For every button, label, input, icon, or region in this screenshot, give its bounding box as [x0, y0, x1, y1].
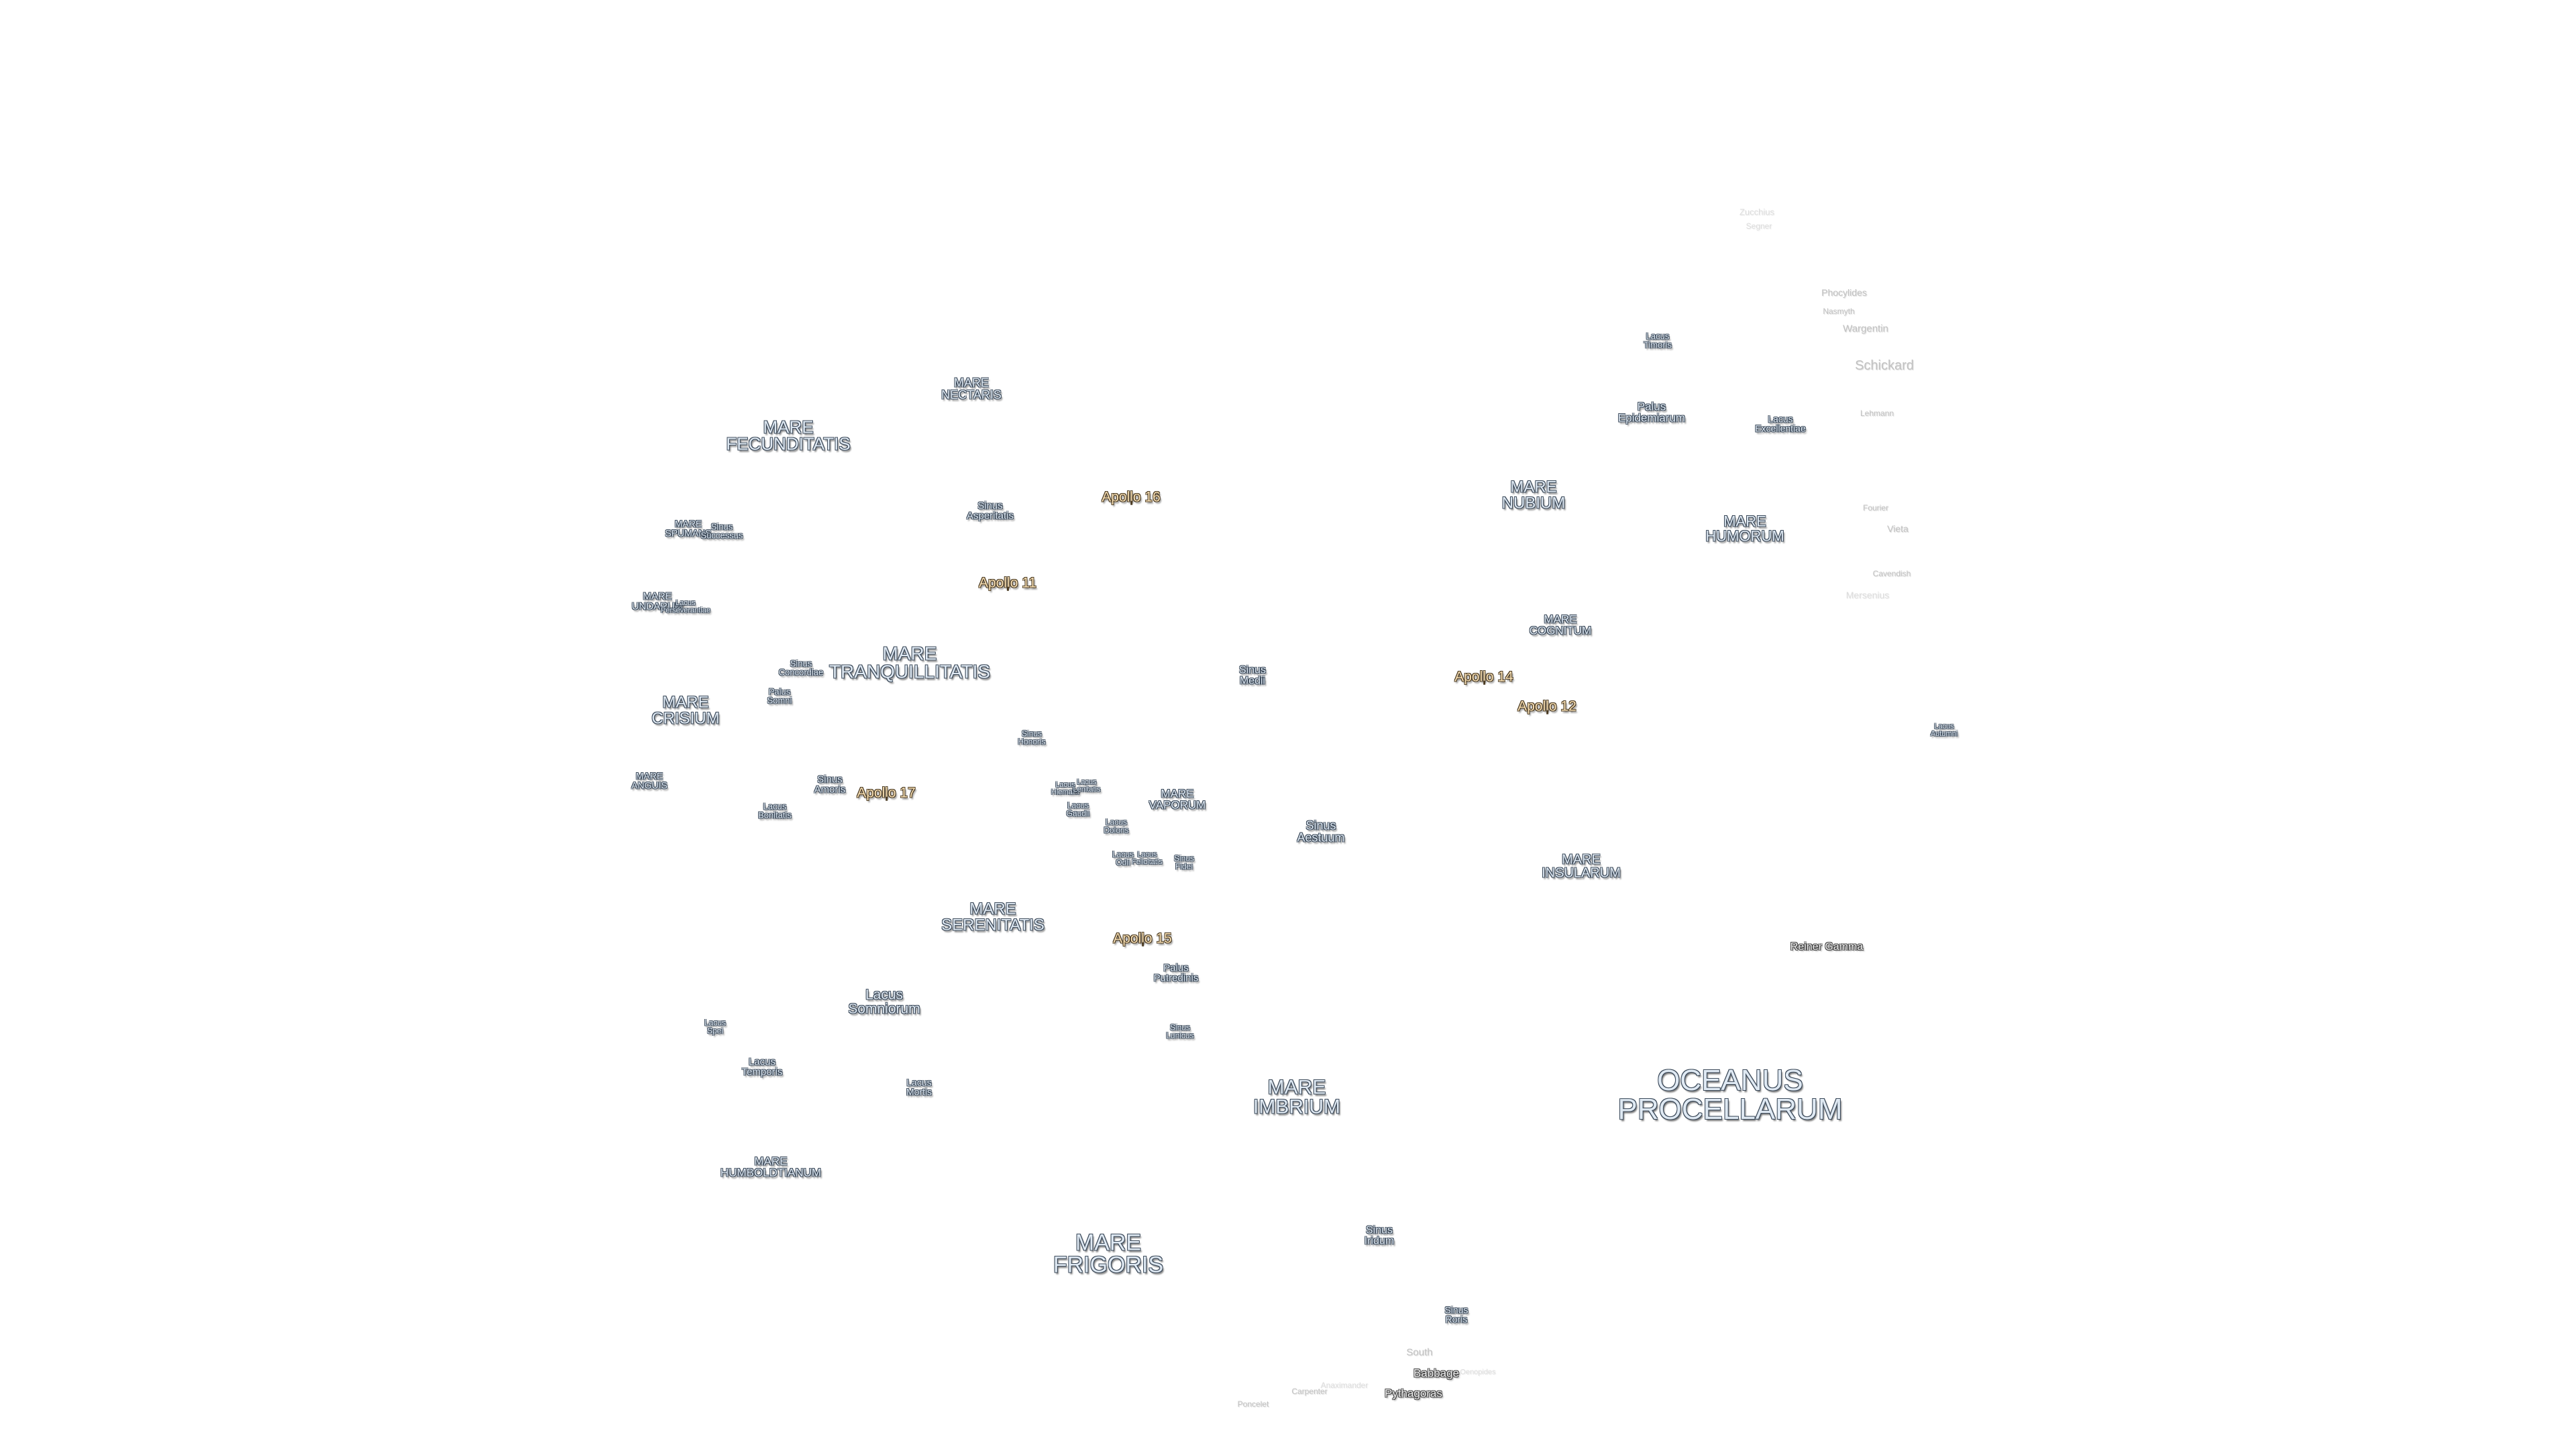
- label-zucchius[interactable]: Zucchius: [1739, 207, 1775, 217]
- label-pythagoras[interactable]: Pythagoras: [1385, 1387, 1442, 1400]
- label-lacus-spei[interactable]: Lacus Spei: [704, 1018, 727, 1035]
- label-lacus-odii[interactable]: Lacus Odii: [1112, 849, 1134, 867]
- label-lacus-bonitatis[interactable]: Lacus Bonitatis: [758, 801, 792, 820]
- label-mare-anguis[interactable]: MARE ANGUIS: [631, 770, 667, 790]
- label-apollo-17[interactable]: Apollo 17: [857, 785, 916, 801]
- label-sinus-roris[interactable]: Sinus Roris: [1444, 1304, 1468, 1324]
- label-apollo-15[interactable]: Apollo 15: [1113, 930, 1172, 947]
- label-mare-cognitum[interactable]: MARE COGNITUM: [1529, 612, 1592, 637]
- label-mare-nectaris[interactable]: MARE NECTARIS: [941, 376, 1002, 401]
- label-lacus-hiemalis[interactable]: Lacus Hiemalis: [1051, 781, 1080, 796]
- label-lacus-perseverantiae[interactable]: Lacus Perseverantiae: [661, 599, 710, 614]
- label-mare-insularum[interactable]: MARE INSULARUM: [1542, 852, 1621, 880]
- label-apollo-16[interactable]: Apollo 16: [1102, 489, 1161, 505]
- label-mersenius[interactable]: Mersenius: [1845, 590, 1890, 601]
- label-mare-humboldtianum[interactable]: MARE HUMBOLDTIANUM: [720, 1155, 822, 1179]
- label-sinus-asperitatis[interactable]: Sinus Asperitatis: [966, 500, 1014, 521]
- label-mare-spumans[interactable]: MARE SPUMANS: [665, 518, 712, 538]
- label-sinus-lunicus[interactable]: Sinus Lunicus: [1166, 1022, 1194, 1040]
- label-reiner-gamma[interactable]: Reiner Gamma: [1790, 941, 1864, 953]
- label-phocylides[interactable]: Phocylides: [1821, 287, 1867, 299]
- label-lacus-doloris[interactable]: Lacus Doloris: [1104, 817, 1129, 835]
- label-schickard[interactable]: Schickard: [1855, 358, 1914, 374]
- label-lacus-mortis[interactable]: Lacus Mortis: [906, 1077, 932, 1097]
- label-apollo-11[interactable]: Apollo 11: [978, 575, 1037, 591]
- label-south[interactable]: South: [1406, 1346, 1433, 1358]
- label-fourier[interactable]: Fourier: [1862, 503, 1889, 513]
- label-mare-fecunditatis[interactable]: MARE FECUNDITATIS: [726, 417, 851, 454]
- label-lacus-felicitatis[interactable]: Lacus Felicitatis: [1132, 851, 1163, 866]
- label-mare-frigoris[interactable]: MARE FRIGORIS: [1053, 1230, 1164, 1278]
- label-lacus-gaudii[interactable]: Lacus Gaudii: [1066, 800, 1090, 818]
- label-palus-epidemiarum[interactable]: Palus Epidemiarum: [1617, 400, 1686, 424]
- label-wargentin[interactable]: Wargentin: [1843, 323, 1888, 335]
- label-lacus-timoris[interactable]: Lacus Timoris: [1643, 331, 1672, 350]
- label-lacus-excellentiae[interactable]: Lacus Excellentiae: [1755, 413, 1806, 433]
- label-sinus-amoris[interactable]: Sinus Amoris: [814, 773, 846, 795]
- label-anaximander[interactable]: Anaximander: [1320, 1381, 1368, 1391]
- label-sinus-successus[interactable]: Sinus Successus: [700, 521, 743, 540]
- label-sinus-honoris[interactable]: Sinus Honoris: [1018, 729, 1046, 746]
- label-oenopides[interactable]: Oenopides: [1460, 1368, 1496, 1377]
- label-cavendish[interactable]: Cavendish: [1872, 569, 1911, 579]
- label-mare-vaporum[interactable]: MARE VAPORUM: [1148, 787, 1206, 811]
- label-sinus-iridum[interactable]: Sinus Iridum: [1364, 1224, 1395, 1246]
- label-mare-crisium[interactable]: MARE CRISIUM: [651, 693, 720, 727]
- label-lacus-somniorum[interactable]: Lacus Somniorum: [848, 987, 920, 1016]
- label-sinus-fidei[interactable]: Sinus Fidei: [1173, 853, 1195, 871]
- label-carpenter[interactable]: Carpenter: [1291, 1387, 1328, 1397]
- label-lehmann[interactable]: Lehmann: [1860, 409, 1894, 419]
- label-babbage[interactable]: Babbage: [1413, 1366, 1460, 1380]
- label-mare-tranquillitatis[interactable]: MARE TRANQUILLITATIS: [828, 643, 991, 682]
- label-apollo-12[interactable]: Apollo 12: [1517, 698, 1576, 714]
- label-mare-imbrium[interactable]: MARE IMBRIUM: [1253, 1076, 1340, 1118]
- label-lacus-temporis[interactable]: Lacus Temporis: [741, 1056, 783, 1077]
- label-lacus-autumni[interactable]: Lacus Autumni: [1930, 722, 1958, 738]
- label-mare-humorum[interactable]: MARE HUMORUM: [1705, 513, 1784, 544]
- label-apollo-14[interactable]: Apollo 14: [1454, 669, 1513, 685]
- label-vieta[interactable]: Vieta: [1887, 523, 1909, 535]
- label-palus-putredinis[interactable]: Palus Putredinis: [1153, 962, 1199, 983]
- label-oceanus-procellarum[interactable]: OCEANUS PROCELLARUM: [1617, 1063, 1843, 1126]
- label-palus-somni[interactable]: Palus Somni: [767, 686, 792, 705]
- label-nasmyth[interactable]: Nasmyth: [1823, 307, 1855, 317]
- label-mare-undarum[interactable]: MARE UNDARUM: [631, 590, 684, 612]
- label-sinus-concordiae[interactable]: Sinus Concordiae: [778, 658, 824, 677]
- label-sinus-aestuum[interactable]: Sinus Aestuum: [1297, 818, 1345, 844]
- label-mare-serenitatis[interactable]: MARE SERENITATIS: [941, 900, 1044, 934]
- label-lacus-lenitatis[interactable]: Lacus Lenitatis: [1073, 778, 1101, 794]
- label-mare-nubium[interactable]: MARE NUBIUM: [1501, 478, 1566, 512]
- label-segner[interactable]: Segner: [1746, 221, 1772, 231]
- label-sinus-medii[interactable]: Sinus Medii: [1238, 664, 1267, 686]
- label-poncelet[interactable]: Poncelet: [1237, 1399, 1269, 1409]
